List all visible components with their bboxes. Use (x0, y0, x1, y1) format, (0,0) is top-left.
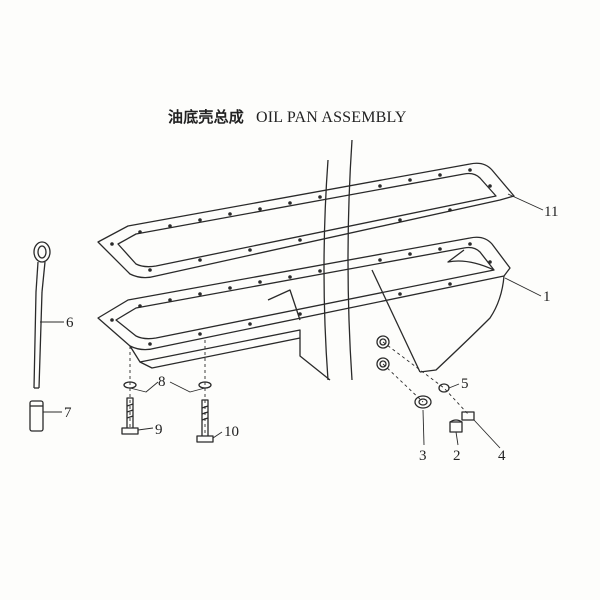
break-lines (323, 139, 353, 381)
callout-8: 8 (158, 374, 166, 390)
dipstick-part-6 (33, 241, 51, 389)
callout-7: 7 (64, 405, 72, 421)
gasket-part-11 (97, 162, 515, 279)
plug-part-4 (461, 411, 475, 421)
callout-5: 5 (461, 376, 469, 392)
callout-labels: 11 1 6 7 8 9 10 5 3 2 4 (64, 204, 558, 464)
callout-6: 6 (66, 315, 74, 331)
callout-9: 9 (155, 422, 163, 438)
plug-part-2 (449, 419, 463, 433)
callout-11: 11 (544, 204, 558, 220)
callout-1: 1 (543, 289, 551, 305)
leader-lines (40, 193, 544, 449)
callout-4: 4 (498, 448, 506, 464)
flange-holes (110, 168, 492, 346)
title-chinese: 油底壳总成 (168, 108, 245, 126)
callout-10: 10 (224, 424, 239, 440)
diagram-title: 油底壳总成 OIL PAN ASSEMBLY (168, 106, 407, 127)
tube-part-7 (29, 400, 44, 432)
callout-2: 2 (453, 448, 461, 464)
washers-part-8 (123, 381, 212, 389)
oil-pan-part-1 (97, 236, 511, 381)
callout-3: 3 (419, 448, 427, 464)
washer-part-5 (438, 383, 450, 393)
washer-part-3 (414, 395, 432, 409)
drain-hole-pair (376, 335, 390, 371)
bolt-part-9 (121, 397, 139, 435)
title-english: OIL PAN ASSEMBLY (256, 109, 407, 126)
